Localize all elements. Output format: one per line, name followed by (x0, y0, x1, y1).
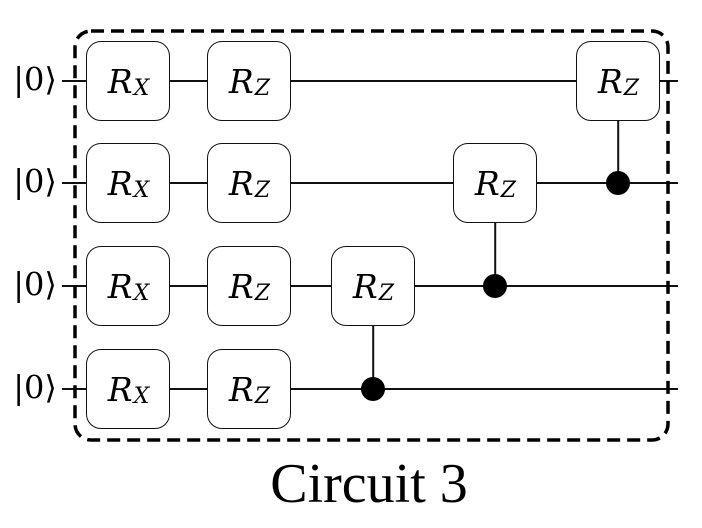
gate-label-base: R (107, 61, 133, 101)
gate-label-base: R (352, 266, 378, 306)
gate-label-base: R (228, 369, 254, 409)
gate-label-base: R (597, 61, 623, 101)
gate-label-subscript: Z (500, 178, 517, 203)
gate-label-subscript: Z (254, 281, 271, 306)
gate-label-base: R (107, 369, 133, 409)
gate-label-subscript: Z (254, 178, 271, 203)
gate-label-subscript: X (133, 178, 150, 203)
control-dot (606, 171, 630, 195)
qubit-ket-label-0: |0⟩ (13, 60, 57, 99)
gate-label-subscript: Z (378, 281, 395, 306)
gate-label-subscript: Z (254, 76, 271, 101)
gate-label-base: R (228, 163, 254, 203)
gate-label-base: R (474, 163, 500, 203)
gate-label-base: R (228, 61, 254, 101)
qubit-ket-label-3: |0⟩ (13, 368, 57, 407)
qubit-ket-label-1: |0⟩ (13, 162, 57, 201)
gate-label-subscript: X (133, 384, 150, 409)
gate-label-base: R (107, 266, 133, 306)
gate-label-subscript: Z (623, 76, 640, 101)
qubit-ket-label-2: |0⟩ (13, 265, 57, 304)
control-dot (361, 377, 385, 401)
gate-label-base: R (228, 266, 254, 306)
circuit-caption: Circuit 3 (270, 453, 468, 515)
control-dot (483, 274, 507, 298)
gate-label-subscript: X (133, 281, 150, 306)
gate-label-base: R (107, 163, 133, 203)
gate-label-subscript: Z (254, 384, 271, 409)
gate-label-subscript: X (133, 76, 150, 101)
